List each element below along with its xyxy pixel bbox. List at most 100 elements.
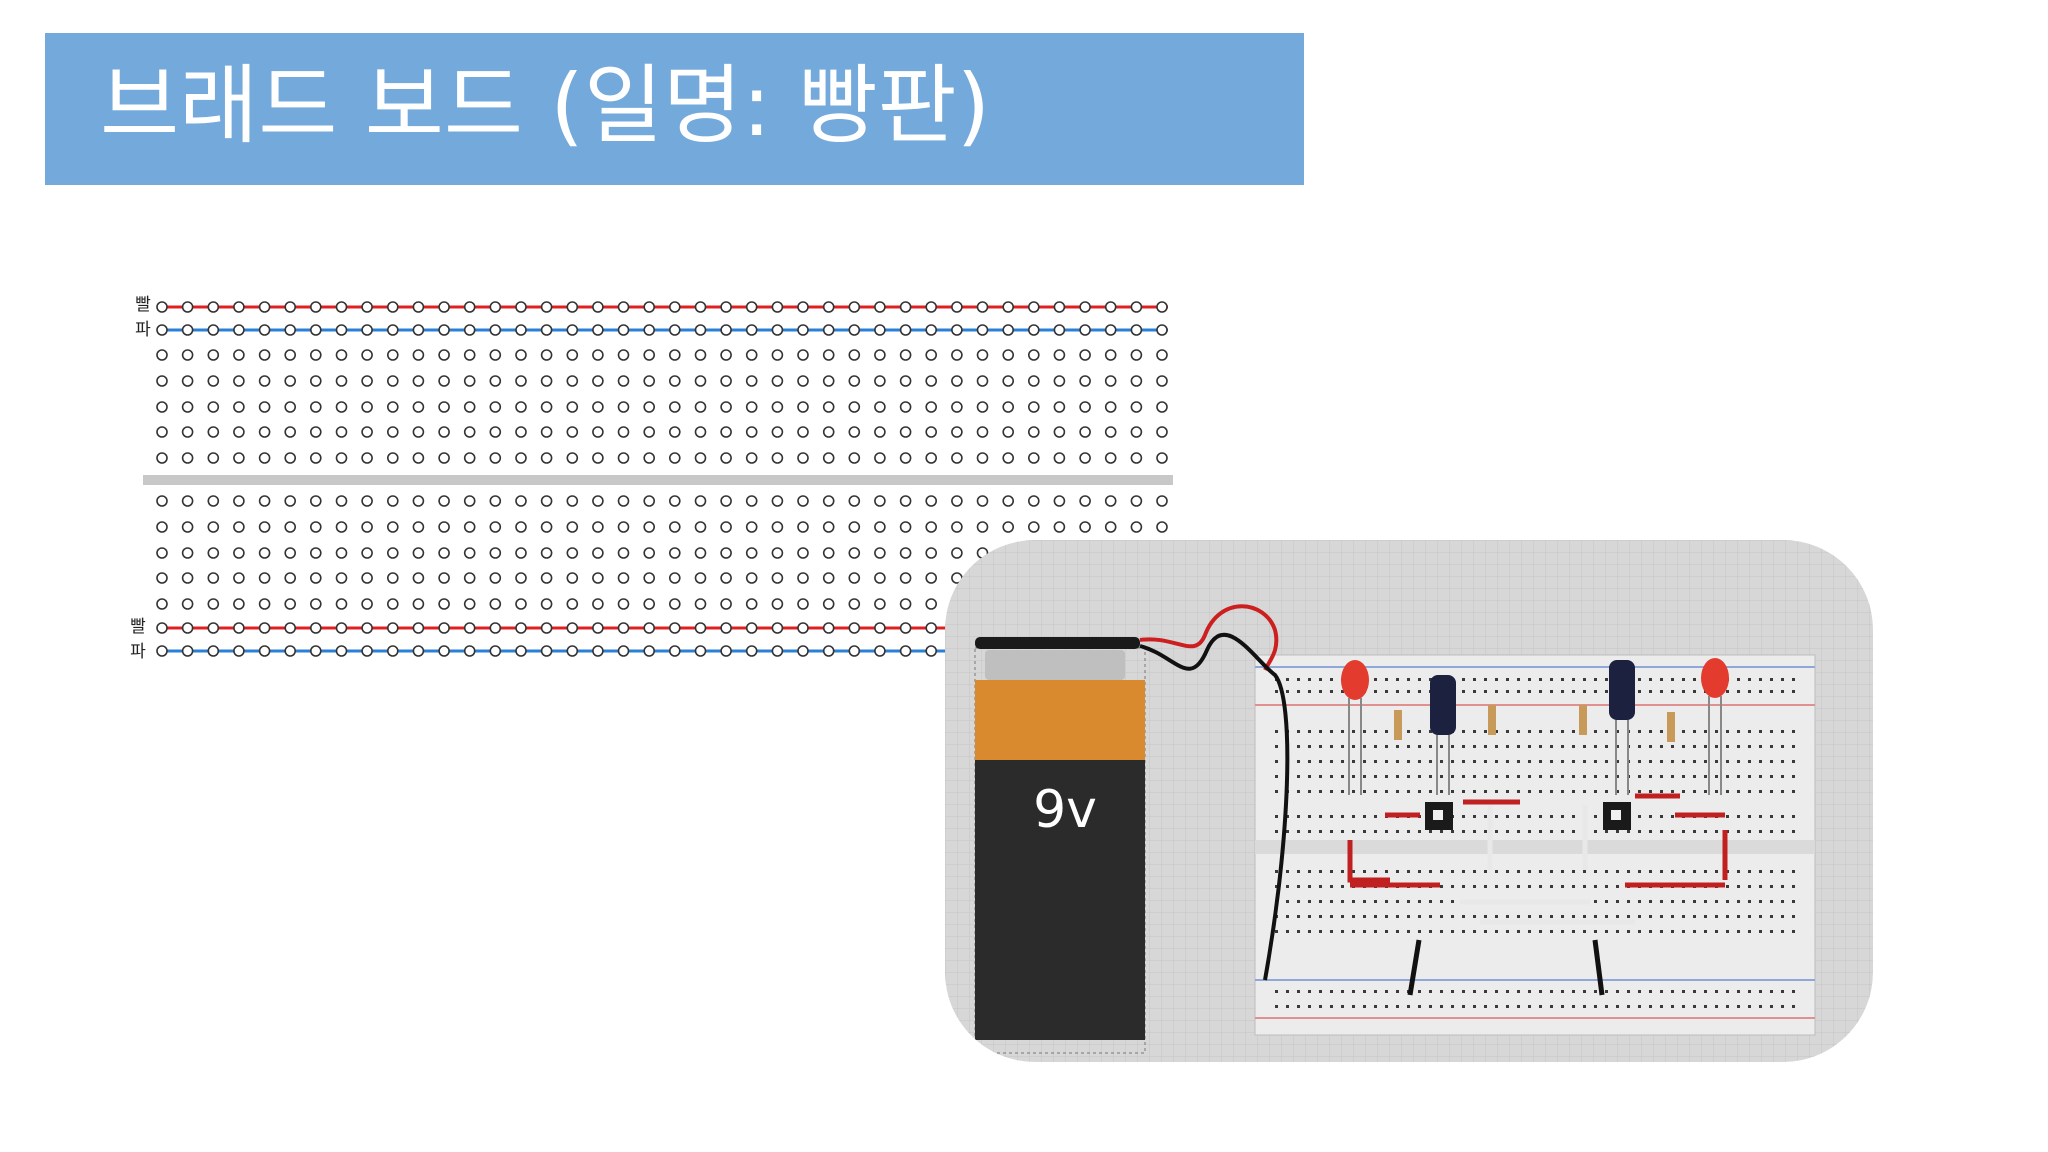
photo-hole: [1297, 775, 1300, 778]
photo-hole: [1616, 775, 1619, 778]
breadboard-hole: [822, 452, 835, 464]
breadboard-hole: [694, 495, 707, 507]
breadboard-hole: [694, 521, 707, 533]
photo-hole: [1374, 915, 1377, 918]
photo-hole: [1308, 830, 1311, 833]
photo-hole: [1539, 885, 1542, 888]
photo-hole: [1539, 830, 1542, 833]
breadboard-hole: [540, 547, 553, 559]
photo-hole: [1308, 690, 1311, 693]
photo-hole: [1748, 790, 1751, 793]
breadboard-hole: [1104, 521, 1117, 533]
photo-hole: [1616, 885, 1619, 888]
breadboard-hole: [335, 495, 348, 507]
photo-hole: [1451, 915, 1454, 918]
photo-hole: [1418, 775, 1421, 778]
breadboard-hole: [745, 324, 758, 336]
photo-hole: [1693, 745, 1696, 748]
photo-hole: [1506, 730, 1509, 733]
photo-hole: [1440, 870, 1443, 873]
photo-hole: [1341, 815, 1344, 818]
photo-hole: [1748, 915, 1751, 918]
photo-hole: [1550, 870, 1553, 873]
photo-hole: [1550, 930, 1553, 933]
breadboard-hole: [438, 645, 450, 657]
photo-hole: [1341, 790, 1344, 793]
breadboard-hole: [1104, 349, 1117, 361]
photo-hole: [1385, 930, 1388, 933]
breadboard-hole: [412, 349, 425, 361]
photo-hole: [1759, 690, 1762, 693]
photo-hole: [1484, 915, 1487, 918]
breadboard-hole: [463, 572, 476, 584]
photo-hole: [1275, 745, 1278, 748]
breadboard-hole: [361, 521, 373, 533]
photo-hole: [1473, 990, 1476, 993]
photo-hole: [1671, 815, 1674, 818]
breadboard-hole: [156, 375, 168, 387]
breadboard-hole: [540, 622, 553, 634]
photo-hole: [1385, 690, 1388, 693]
breadboard-hole: [771, 622, 784, 634]
breadboard-hole: [412, 547, 425, 559]
photo-hole: [1462, 760, 1465, 763]
breadboard-hole: [617, 301, 630, 313]
photo-hole: [1682, 745, 1685, 748]
breadboard-hole: [617, 495, 630, 507]
breadboard-hole: [1028, 495, 1040, 507]
photo-hole: [1308, 745, 1311, 748]
breadboard-hole: [874, 598, 886, 610]
photo-hole: [1638, 900, 1641, 903]
photo-hole: [1572, 885, 1575, 888]
breadboard-hole: [745, 452, 758, 464]
photo-hole: [1418, 830, 1421, 833]
breadboard-hole: [694, 375, 707, 387]
breadboard-hole: [592, 495, 604, 507]
photo-hole: [1363, 745, 1366, 748]
photo-hole: [1759, 678, 1762, 681]
breadboard-hole: [668, 452, 681, 464]
photo-hole: [1726, 730, 1729, 733]
breadboard-hole: [822, 547, 835, 559]
photo-hole: [1737, 690, 1740, 693]
photo-hole: [1550, 775, 1553, 778]
photo-hole: [1539, 915, 1542, 918]
photo-hole: [1407, 760, 1410, 763]
breadboard-hole: [361, 349, 373, 361]
breadboard-hole: [207, 452, 220, 464]
breadboard-hole: [797, 452, 809, 464]
breadboard-hole: [874, 547, 886, 559]
breadboard-hole: [848, 349, 861, 361]
breadboard-hole: [1156, 452, 1168, 464]
breadboard-hole: [668, 495, 681, 507]
photo-hole: [1715, 900, 1718, 903]
photo-hole: [1759, 915, 1762, 918]
breadboard-hole: [899, 375, 912, 387]
photo-hole: [1605, 885, 1608, 888]
breadboard-hole: [1002, 324, 1015, 336]
photo-hole: [1572, 745, 1575, 748]
photo-hole: [1297, 900, 1300, 903]
photo-hole: [1495, 915, 1498, 918]
breadboard-hole: [258, 622, 271, 634]
photo-hole: [1363, 900, 1366, 903]
photo-hole: [1748, 775, 1751, 778]
photo-hole: [1440, 760, 1443, 763]
breadboard-hole: [515, 452, 527, 464]
photo-hole: [1660, 1005, 1663, 1008]
photo-hole: [1506, 990, 1509, 993]
breadboard-hole: [566, 426, 579, 438]
breadboard-hole: [438, 598, 450, 610]
photo-hole: [1616, 730, 1619, 733]
breadboard-hole: [489, 598, 502, 610]
photo-hole: [1572, 730, 1575, 733]
photo-hole: [1495, 1005, 1498, 1008]
breadboard-hole: [874, 572, 886, 584]
breadboard-hole: [540, 349, 553, 361]
breadboard-hole: [874, 301, 886, 313]
breadboard-hole: [489, 547, 502, 559]
breadboard-hole: [258, 572, 271, 584]
breadboard-hole: [822, 572, 835, 584]
photo-hole: [1781, 885, 1784, 888]
breadboard-hole: [925, 547, 938, 559]
